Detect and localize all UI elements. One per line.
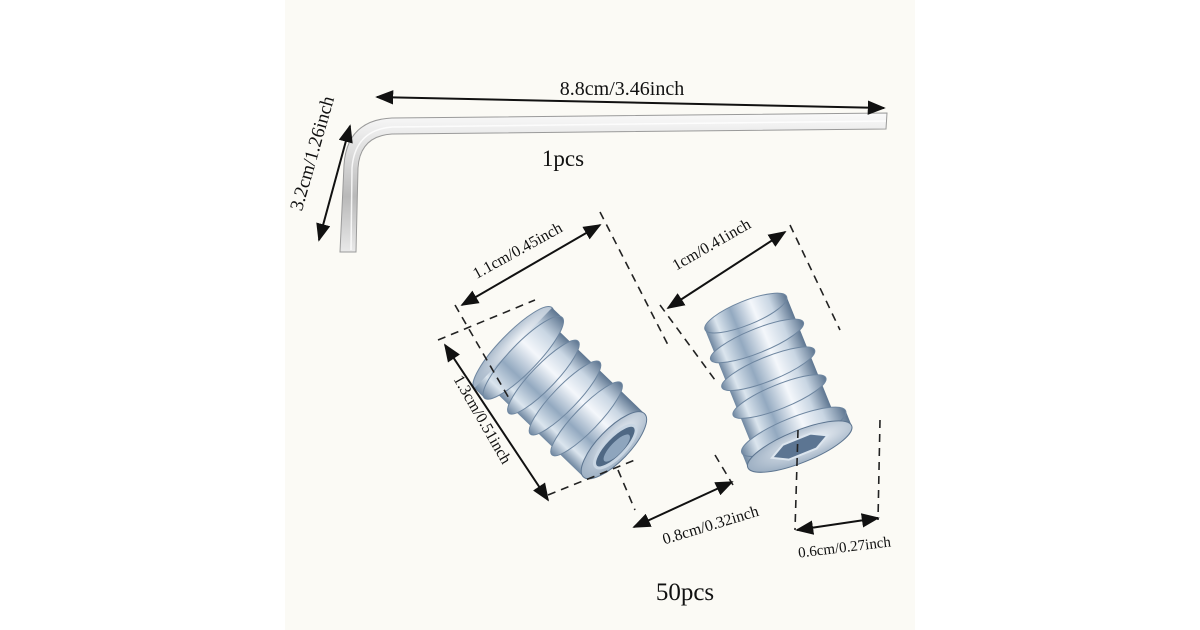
body-diameter-arrow	[666, 231, 787, 309]
length-arrow	[444, 343, 549, 502]
wrench-quantity-label: 1pcs	[542, 146, 584, 171]
wrench-length-arrow	[375, 90, 886, 115]
threaded-insert-hex-end	[704, 292, 853, 473]
wrench-length-label: 8.8cm/3.46inch	[560, 78, 684, 100]
inserts-quantity-label: 50pcs	[656, 579, 714, 606]
hex-size-arrow	[795, 513, 880, 535]
thread-diameter-arrow	[632, 481, 734, 528]
flange-diameter-arrow	[460, 224, 602, 306]
wrench-height-arrow	[316, 124, 353, 242]
insert-dimension-lines	[437, 211, 881, 535]
